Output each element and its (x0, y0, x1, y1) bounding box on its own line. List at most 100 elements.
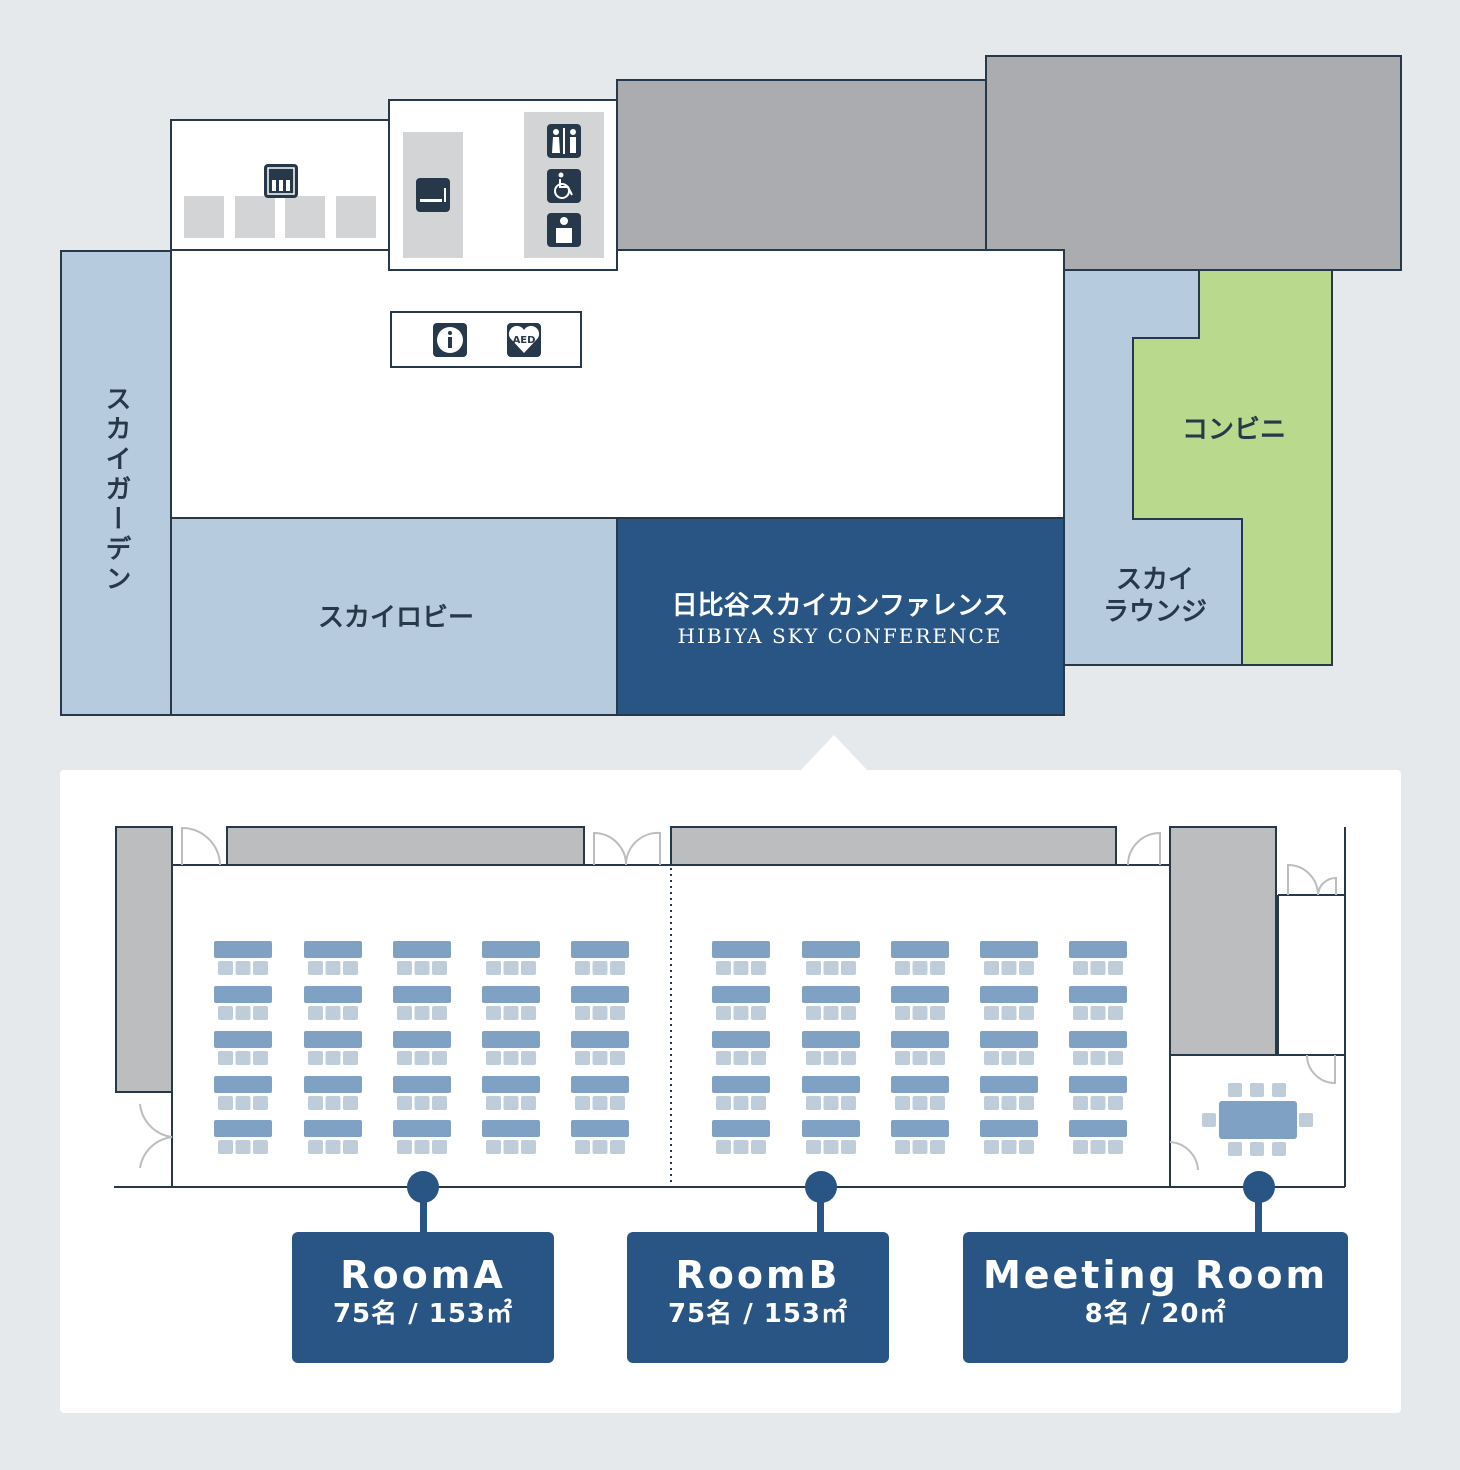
chair (1019, 961, 1034, 975)
chair (253, 1006, 268, 1020)
chair (1019, 1096, 1034, 1110)
building-block-gray (616, 79, 987, 271)
room-b-card[interactable]: RoomB 75名 / 153㎡ (627, 1232, 889, 1363)
desk (980, 941, 1038, 958)
chair (343, 1006, 358, 1020)
desk (1069, 986, 1127, 1003)
desk (304, 1031, 362, 1048)
chair (218, 1006, 233, 1020)
chair (414, 1006, 430, 1020)
wheelchair-icon (547, 169, 581, 203)
chair (610, 961, 625, 975)
chair (325, 961, 341, 975)
information-icon[interactable] (433, 323, 467, 357)
chair (521, 961, 536, 975)
desk (393, 1031, 451, 1048)
chair (575, 1006, 590, 1020)
chair (751, 1140, 766, 1154)
chair (716, 1051, 731, 1065)
desk (304, 941, 362, 958)
desk (1069, 941, 1127, 958)
nursing-room-icon (547, 213, 581, 247)
chair (806, 1096, 821, 1110)
chair (521, 1051, 536, 1065)
conference-label-en: HIBIYA SKY CONFERENCE (678, 624, 1003, 648)
chair (218, 1140, 233, 1154)
chair (521, 1006, 536, 1020)
sky-garden-area[interactable] (60, 250, 172, 716)
chair (984, 1140, 999, 1154)
chair (592, 1006, 608, 1020)
chair (432, 961, 447, 975)
sky-garden-label: スカイガーデン (101, 385, 131, 595)
chair (1090, 1051, 1106, 1065)
chair (397, 1051, 412, 1065)
desk (802, 1120, 860, 1137)
chair (1073, 1006, 1088, 1020)
chair (235, 1140, 251, 1154)
desk (571, 941, 629, 958)
chair (1090, 1140, 1106, 1154)
aed-icon[interactable]: AED (507, 323, 541, 357)
chair (235, 1096, 251, 1110)
chair (253, 961, 268, 975)
chair (486, 1140, 501, 1154)
building-block-gray (985, 55, 1402, 271)
chair (308, 1096, 323, 1110)
chair (1108, 1051, 1123, 1065)
convenience-store-area[interactable] (1132, 269, 1333, 666)
sky-lobby-area[interactable] (170, 517, 618, 716)
desk (712, 941, 770, 958)
chair (414, 1051, 430, 1065)
chair (895, 1006, 910, 1020)
chair (733, 1140, 749, 1154)
desk (980, 986, 1038, 1003)
corridor (170, 249, 1065, 519)
desk (393, 1120, 451, 1137)
chair (1108, 1140, 1123, 1154)
desk (304, 986, 362, 1003)
desk (802, 1031, 860, 1048)
chair (397, 1096, 412, 1110)
chair (218, 961, 233, 975)
conference-label-jp: 日比谷スカイカンファレンス (672, 591, 1009, 621)
chair (235, 1051, 251, 1065)
restroom-icon (547, 124, 581, 158)
chair (1019, 1051, 1034, 1065)
conference-area[interactable] (616, 517, 1065, 716)
chair (1073, 961, 1088, 975)
chair (1001, 1096, 1017, 1110)
chair (1001, 1051, 1017, 1065)
callout-pointer (800, 735, 868, 771)
chair (912, 1006, 928, 1020)
chair (1001, 961, 1017, 975)
desk (304, 1076, 362, 1093)
chair (325, 1096, 341, 1110)
desk (980, 1120, 1038, 1137)
chair (1090, 961, 1106, 975)
desk (214, 1120, 272, 1137)
chair (912, 1051, 928, 1065)
chair (716, 1096, 731, 1110)
chair (823, 1051, 839, 1065)
meeting-room-card[interactable]: Meeting Room 8名 / 20㎡ (963, 1232, 1348, 1363)
chair (823, 961, 839, 975)
chair (733, 1096, 749, 1110)
desk (571, 1076, 629, 1093)
room-detail: 75名 / 153㎡ (667, 1299, 849, 1329)
chair (325, 1140, 341, 1154)
desk (891, 1076, 949, 1093)
desk (712, 1076, 770, 1093)
room-a-card[interactable]: RoomA 75名 / 153㎡ (292, 1232, 554, 1363)
chair (716, 961, 731, 975)
chair (575, 961, 590, 975)
chair (1090, 1006, 1106, 1020)
chair (1001, 1140, 1017, 1154)
desk (712, 1120, 770, 1137)
chair (1108, 961, 1123, 975)
desk (571, 1120, 629, 1137)
sky-lobby-label: スカイロビー (318, 603, 474, 633)
desk (802, 986, 860, 1003)
chair (1073, 1096, 1088, 1110)
chair (325, 1006, 341, 1020)
